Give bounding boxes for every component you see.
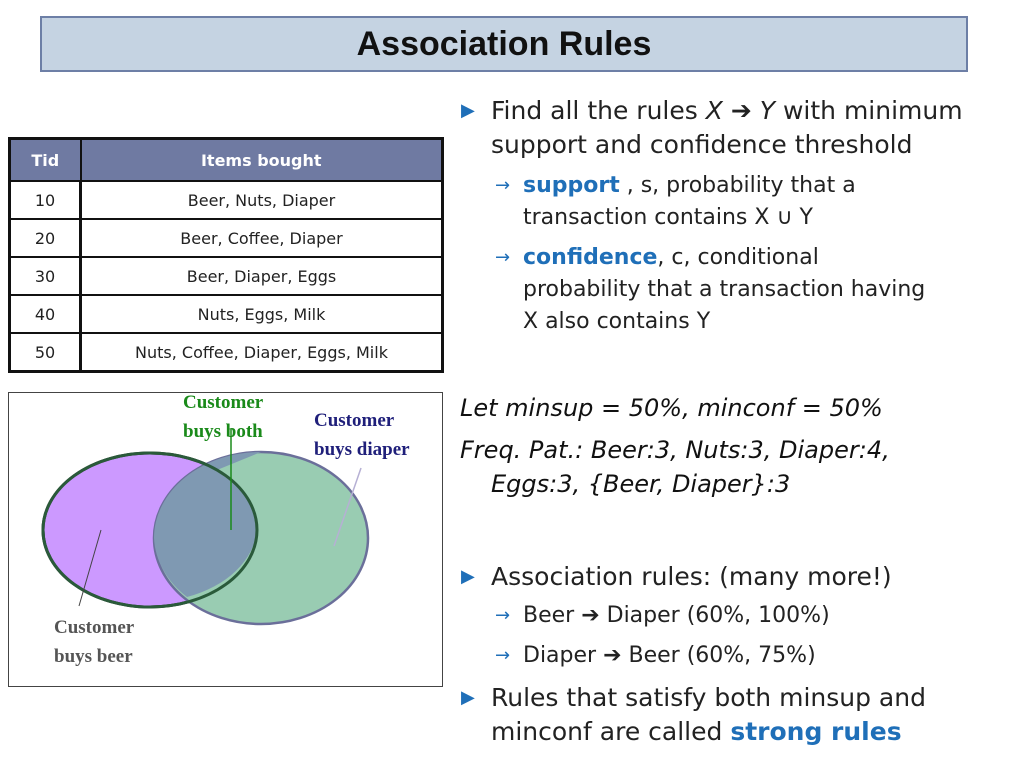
table-row: 20 Beer, Coffee, Diaper xyxy=(8,218,444,258)
diaper-pointer xyxy=(333,467,362,547)
bullet-triangle-icon: ▶ xyxy=(461,100,475,121)
sub-confidence: → confidence, c, conditional probability… xyxy=(495,242,926,338)
venn-svg xyxy=(41,429,370,626)
text: with minimum xyxy=(775,96,963,125)
bullet-strong-rules: ▶ Rules that satisfy both minsup and min… xyxy=(461,681,926,749)
transactions-table: Tid Items bought 10 Beer, Nuts, Diaper 2… xyxy=(8,137,444,373)
cell-items: Beer, Diaper, Eggs xyxy=(79,256,444,296)
cell-tid: 30 xyxy=(8,256,82,296)
sub-support: → support , s, probability that a transa… xyxy=(495,170,856,234)
sub-rule-1: → Beer ➔ Diaper (60%, 100%) xyxy=(495,600,830,632)
cell-tid: 10 xyxy=(8,180,82,220)
label-line: buys diaper xyxy=(314,439,410,460)
bullet-triangle-icon: ▶ xyxy=(461,566,475,587)
label-buys-beer: Customer buys beer xyxy=(54,613,134,671)
beer-outline xyxy=(41,451,259,609)
venn-diagram: Customer buys both Customer buys diaper … xyxy=(8,392,443,687)
label-buys-diaper: Customer buys diaper xyxy=(314,406,410,464)
table-row: 40 Nuts, Eggs, Milk xyxy=(8,294,444,334)
bullet-line: Rules that satisfy both minsup and xyxy=(491,683,926,712)
label-line: Customer xyxy=(314,410,395,431)
text: , c, conditional xyxy=(657,245,819,270)
cell-items: Beer, Coffee, Diaper xyxy=(79,218,444,258)
keyword-strong-rules: strong rules xyxy=(730,717,902,746)
sub-line: X also contains Y xyxy=(523,309,711,334)
header-items: Items bought xyxy=(79,137,444,182)
bullet-line: Find all the rules X ➔ Y with minimum xyxy=(491,94,963,128)
keyword-support: support xyxy=(523,173,620,198)
label-line: buys both xyxy=(183,421,263,442)
title-bar: Association Rules xyxy=(40,16,968,72)
header-tid: Tid xyxy=(8,137,82,182)
text: minconf are called xyxy=(491,717,731,746)
bullet-triangle-icon: ▶ xyxy=(461,687,475,708)
cell-tid: 50 xyxy=(8,332,82,373)
var-y: Y xyxy=(759,96,776,125)
sub-line: confidence, c, conditional xyxy=(523,242,925,274)
freq-line-1: Freq. Pat.: Beer:3, Nuts:3, Diaper:4, xyxy=(460,436,890,464)
arrow-icon: ➔ xyxy=(730,96,752,125)
bullet-find-rules: ▶ Find all the rules X ➔ Y with minimum … xyxy=(461,94,963,162)
table-row: 50 Nuts, Coffee, Diaper, Eggs, Milk xyxy=(8,332,444,373)
freq-line-2: Eggs:3, {Beer, Diaper}:3 xyxy=(491,470,791,498)
sub-line: Beer ➔ Diaper (60%, 100%) xyxy=(523,603,830,628)
label-line: buys beer xyxy=(54,646,133,667)
overlap-region xyxy=(154,452,261,597)
cell-tid: 20 xyxy=(8,218,82,258)
bullet-line: Association rules: (many more!) xyxy=(491,562,892,591)
bullet-association-rules: ▶ Association rules: (many more!) xyxy=(461,560,892,594)
text: , s, probability that a xyxy=(619,173,856,198)
sub-arrow-icon: → xyxy=(495,175,511,196)
cell-tid: 40 xyxy=(8,294,82,334)
sub-line: Diaper ➔ Beer (60%, 75%) xyxy=(523,643,816,668)
cell-items: Beer, Nuts, Diaper xyxy=(79,180,444,220)
table-row: 30 Beer, Diaper, Eggs xyxy=(8,256,444,296)
slide-title: Association Rules xyxy=(356,24,652,63)
let-line: Let minsup = 50%, minconf = 50% xyxy=(460,394,883,422)
var-x: X xyxy=(705,96,723,125)
bullet-line: support and confidence threshold xyxy=(491,130,913,159)
label-buys-both: Customer buys both xyxy=(183,388,263,446)
cell-items: Nuts, Coffee, Diaper, Eggs, Milk xyxy=(79,332,444,373)
label-line: Customer xyxy=(183,392,264,413)
label-line: Customer xyxy=(54,617,135,638)
sub-arrow-icon: → xyxy=(495,645,511,666)
cell-items: Nuts, Eggs, Milk xyxy=(79,294,444,334)
sub-arrow-icon: → xyxy=(495,605,511,626)
sub-line: support , s, probability that a xyxy=(523,170,856,202)
sub-line: probability that a transaction having xyxy=(523,277,926,302)
sub-line: transaction contains X ∪ Y xyxy=(523,205,813,230)
beer-pointer xyxy=(78,529,102,607)
sub-arrow-icon: → xyxy=(495,247,511,268)
keyword-confidence: confidence xyxy=(523,245,658,270)
text: Find all the rules xyxy=(491,96,706,125)
bullet-line: minconf are called strong rules xyxy=(491,715,926,749)
sub-rule-2: → Diaper ➔ Beer (60%, 75%) xyxy=(495,640,816,672)
table-header-row: Tid Items bought xyxy=(8,137,444,182)
table-row: 10 Beer, Nuts, Diaper xyxy=(8,180,444,220)
